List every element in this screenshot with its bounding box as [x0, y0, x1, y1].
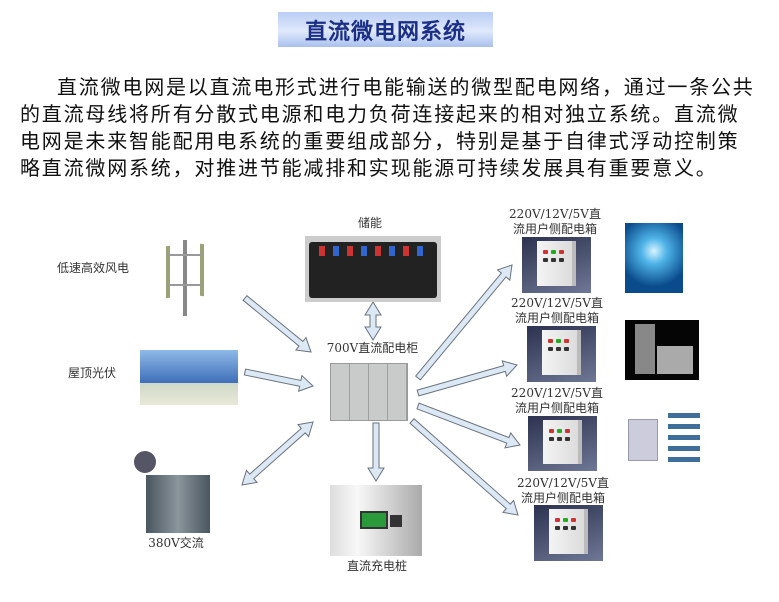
- cabinet-door: [537, 241, 576, 287]
- distribution-box-image-2: [527, 326, 596, 382]
- arrow-cabinet-to-box-3: [416, 402, 521, 449]
- label-line: 220V/12V/5V直: [511, 296, 603, 310]
- wind-turbine-image: [158, 240, 213, 316]
- indicator-light: [543, 258, 549, 263]
- indicator-light: [563, 339, 569, 344]
- indicator-light: [549, 429, 555, 434]
- label-line: 220V/12V/5V直: [509, 207, 601, 221]
- indicator-light: [564, 429, 570, 434]
- indicator-light: [570, 526, 576, 531]
- cabinet-label: 700V直流配电柜: [326, 341, 419, 355]
- arrow-cabinet-to-box-2: [416, 360, 518, 397]
- indicator-light: [543, 250, 549, 255]
- cabinet-door: [543, 420, 582, 465]
- indicator-light: [570, 518, 576, 523]
- distribution-box-image-1: [522, 237, 591, 293]
- indicator-light: [557, 437, 563, 442]
- label-line: 流用户侧配电箱: [520, 491, 605, 505]
- label-line: 流用户侧配电箱: [512, 222, 597, 236]
- arrow-wind-to-cabinet: [242, 294, 312, 353]
- indicator-light: [563, 526, 569, 531]
- arrow-cabinet-ac: [241, 421, 314, 486]
- distribution-box-label-3: 220V/12V/5V直流用户侧配电箱: [502, 386, 612, 416]
- paragraph-line: 电网是未来智能配用电系统的重要组成部分，特别是基于自律式浮动控制策: [20, 129, 740, 153]
- charger-label: 直流充电桩: [346, 559, 407, 573]
- indicator-light: [558, 258, 564, 263]
- indicator-light: [549, 437, 555, 442]
- label-line: 流用户侧配电箱: [514, 311, 599, 325]
- indicator-light: [557, 429, 563, 434]
- indicator-light: [551, 258, 557, 263]
- air-conditioner-image: [628, 413, 701, 467]
- indicator-light: [551, 250, 557, 255]
- indicator-light: [563, 347, 569, 352]
- light-bulb-image: [625, 223, 683, 293]
- distribution-box-label-2: 220V/12V/5V直流用户侧配电箱: [502, 296, 612, 326]
- indicator-light: [556, 339, 562, 344]
- indicator-light: [564, 437, 570, 442]
- dc-cabinet-image: [330, 363, 408, 421]
- storage-label: 储能: [357, 216, 382, 230]
- transformer-image: [128, 445, 216, 535]
- arrow-cabinet-to-charger: [367, 422, 385, 482]
- page-title: 直流微电网系统: [278, 12, 493, 47]
- paragraph-line: 略直流微网系统，对推进节能减排和实现能源可持续发展具有重要意义。: [20, 156, 718, 180]
- distribution-box-label-1: 220V/12V/5V直流用户侧配电箱: [500, 207, 610, 237]
- charger-image: [330, 485, 422, 556]
- indicator-light: [555, 526, 561, 531]
- ac-label: 380V交流: [148, 536, 204, 550]
- rooftop-solar-image: [140, 350, 238, 405]
- indicator-light: [556, 347, 562, 352]
- indicator-light: [548, 339, 554, 344]
- distribution-box-image-4: [534, 505, 603, 561]
- cabinet-door: [542, 330, 581, 376]
- solar-label: 屋顶光伏: [67, 366, 116, 380]
- wind-label: 低速高效风电: [56, 261, 129, 275]
- distribution-box-label-4: 220V/12V/5V直流用户侧配电箱: [508, 476, 618, 506]
- indicator-light: [555, 518, 561, 523]
- home-appliances-image: [625, 320, 699, 380]
- arrow-cabinet-to-box-1: [414, 264, 513, 381]
- indicator-light: [558, 250, 564, 255]
- arrow-solar-to-cabinet: [243, 368, 314, 392]
- arrow-storage-cabinet: [364, 301, 382, 341]
- paragraph-line: 直流微电网是以直流电形式进行电能输送的微型配电网络，通过一条公共: [57, 75, 755, 99]
- arrow-cabinet-to-box-4: [409, 418, 519, 516]
- battery-image: [305, 236, 441, 302]
- label-line: 流用户侧配电箱: [514, 401, 599, 415]
- cabinet-door: [549, 509, 588, 555]
- intro-paragraph: 直流微电网是以直流电形式进行电能输送的微型配电网络，通过一条公共 的直流母线将所…: [20, 74, 765, 182]
- paragraph-line: 的直流母线将所有分散式电源和电力负荷连接起来的相对独立系统。直流微: [20, 102, 740, 126]
- distribution-box-image-3: [528, 416, 597, 471]
- label-line: 220V/12V/5V直: [511, 386, 603, 400]
- indicator-light: [548, 347, 554, 352]
- indicator-light: [563, 518, 569, 523]
- label-line: 220V/12V/5V直: [517, 476, 609, 490]
